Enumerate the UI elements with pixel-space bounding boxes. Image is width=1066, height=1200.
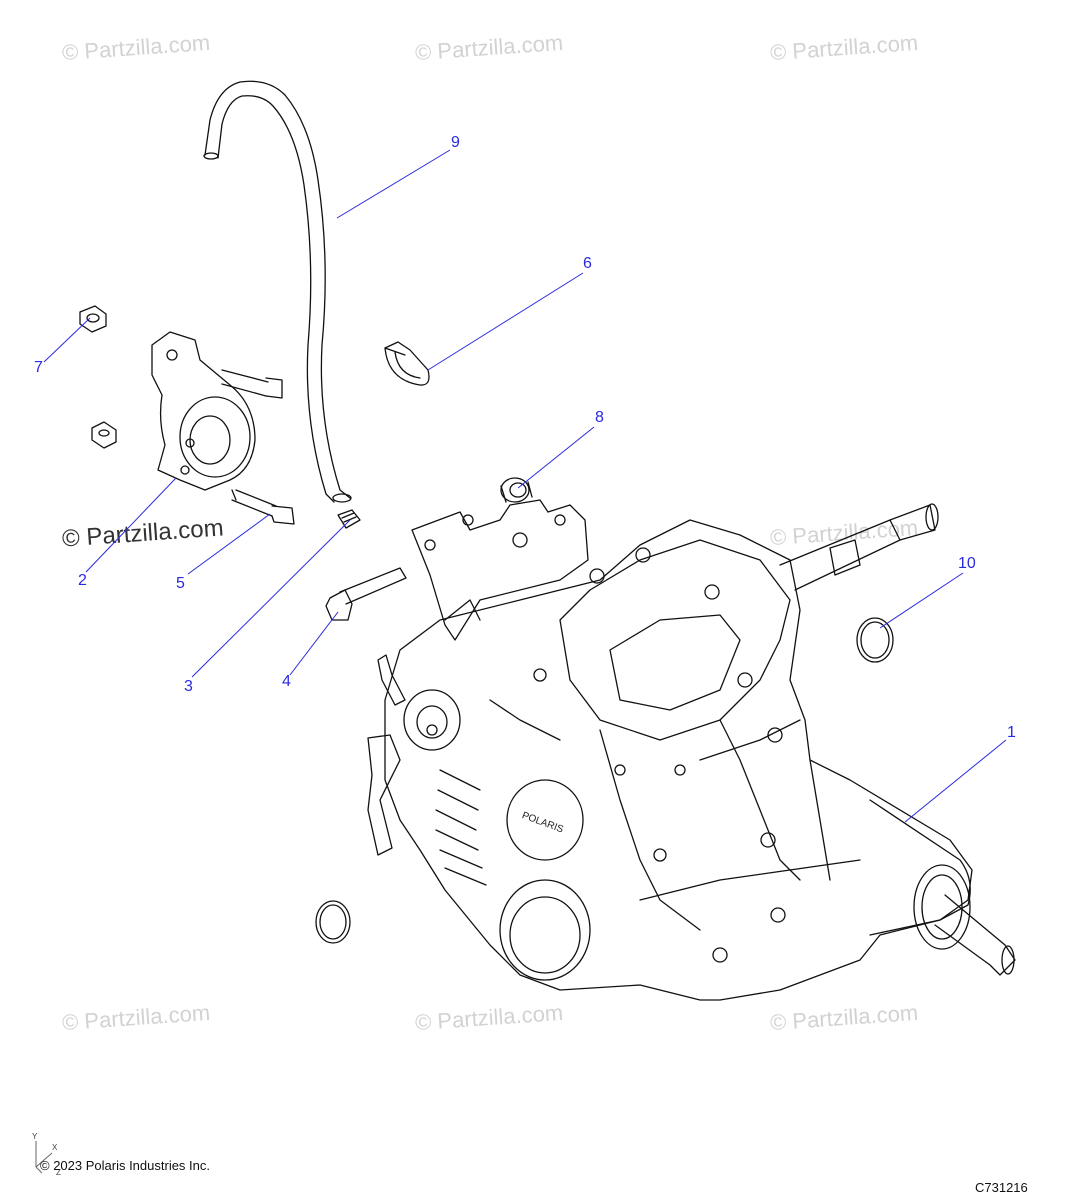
part-4-bolt — [325, 567, 407, 621]
axis-label-z: Z — [56, 1168, 61, 1177]
callout-3[interactable]: 3 — [184, 678, 193, 695]
part-6-clamp — [384, 341, 430, 386]
callout-1[interactable]: 1 — [1007, 724, 1016, 741]
callout-7[interactable]: 7 — [34, 359, 43, 376]
axis-triad-icon — [35, 1141, 53, 1174]
part-2-sensor — [91, 331, 283, 491]
part-5-bolt — [231, 489, 295, 525]
leader-2 — [85, 477, 177, 573]
part-number: C731216 — [975, 1180, 1028, 1195]
leader-9 — [336, 149, 451, 219]
part-1-gearcase: POLARIS — [367, 499, 1016, 1001]
callout-2[interactable]: 2 — [78, 572, 87, 589]
axis-label-y: Y — [32, 1132, 38, 1141]
oring-left — [315, 900, 351, 944]
leader-7 — [43, 317, 91, 363]
callout-5[interactable]: 5 — [176, 575, 185, 592]
part-9-hose — [203, 80, 352, 503]
callout-10[interactable]: 10 — [958, 555, 976, 572]
part-8-grommet — [500, 477, 533, 503]
callout-4[interactable]: 4 — [282, 673, 291, 690]
callout-6[interactable]: 6 — [583, 255, 592, 272]
part-7-nut — [79, 305, 107, 333]
callout-8[interactable]: 8 — [595, 409, 604, 426]
leader-8 — [517, 426, 595, 489]
callout-9[interactable]: 9 — [451, 134, 460, 151]
copyright-text: © 2023 Polaris Industries Inc. — [40, 1158, 210, 1173]
leader-5 — [187, 513, 271, 575]
axis-label-x: X — [52, 1143, 58, 1152]
leader-6 — [427, 272, 584, 371]
leader-3 — [191, 519, 351, 678]
leader-lines — [43, 149, 1007, 823]
part-10-oring — [856, 617, 894, 663]
part-3-plug — [337, 509, 361, 529]
leader-4 — [289, 611, 339, 676]
leader-10 — [879, 572, 964, 629]
leader-1 — [904, 739, 1007, 823]
svg-text:POLARIS: POLARIS — [520, 810, 565, 835]
